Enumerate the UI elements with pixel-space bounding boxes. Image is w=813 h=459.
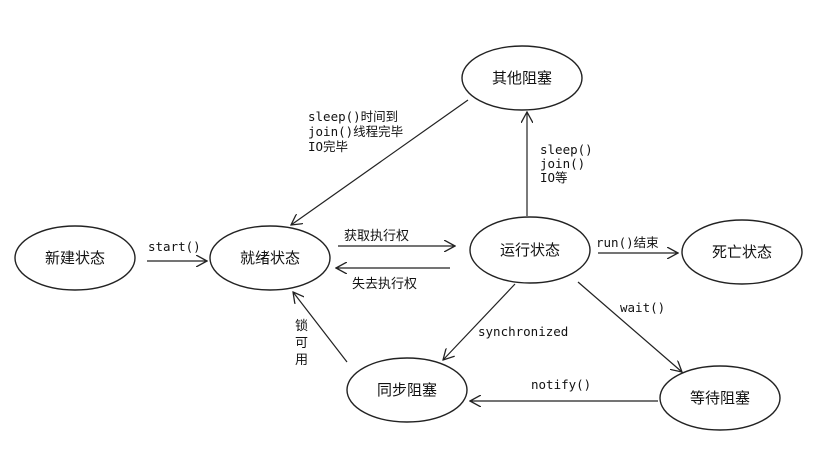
edge-synchronized xyxy=(443,283,516,360)
state-running-label: 运行状态 xyxy=(500,241,560,259)
label-other-to-ready-line-2: join()线程完毕 xyxy=(308,124,403,139)
state-sync-blocked: 同步阻塞 xyxy=(346,357,468,423)
label-lock-char-2: 可 xyxy=(295,336,308,351)
state-dead: 死亡状态 xyxy=(681,219,803,285)
state-ready-label: 就绪状态 xyxy=(240,249,300,267)
state-other-blocked-label: 其他阻塞 xyxy=(492,69,552,87)
label-get-cpu: 获取执行权 xyxy=(344,228,409,244)
label-run-end: run()结束 xyxy=(596,235,659,250)
label-start: start() xyxy=(148,239,201,254)
label-other-to-ready: sleep()时间到 join()线程完毕 IO完毕 xyxy=(308,109,403,154)
label-other-to-ready-line-3: IO完毕 xyxy=(308,139,348,154)
label-other-to-ready-line-1: sleep()时间到 xyxy=(308,109,398,124)
label-notify: notify() xyxy=(531,377,591,392)
state-new-label: 新建状态 xyxy=(45,249,105,267)
state-new: 新建状态 xyxy=(14,225,136,291)
label-lock-available: 锁 可 用 xyxy=(295,318,308,368)
state-other-blocked: 其他阻塞 xyxy=(461,45,583,111)
label-to-other-line-2: join() xyxy=(540,156,585,171)
edge-lock-available xyxy=(293,292,348,363)
state-running: 运行状态 xyxy=(469,216,591,284)
label-lock-char-3: 用 xyxy=(295,353,308,368)
state-sync-blocked-label: 同步阻塞 xyxy=(377,381,437,399)
edge-wait xyxy=(577,281,682,372)
state-wait-blocked-label: 等待阻塞 xyxy=(690,389,750,407)
edge-other-to-ready xyxy=(291,99,469,225)
label-to-other-blocked: sleep() join() IO等 xyxy=(540,142,593,185)
label-to-other-line-1: sleep() xyxy=(540,142,593,157)
label-to-other-line-3: IO等 xyxy=(540,170,568,185)
label-lock-char-1: 锁 xyxy=(295,318,308,334)
label-synchronized: synchronized xyxy=(478,324,568,339)
state-dead-label: 死亡状态 xyxy=(712,243,772,261)
state-wait-blocked: 等待阻塞 xyxy=(659,365,781,431)
label-lose-cpu: 失去执行权 xyxy=(352,276,417,292)
state-ready: 就绪状态 xyxy=(209,225,331,291)
label-wait: wait() xyxy=(620,300,665,315)
